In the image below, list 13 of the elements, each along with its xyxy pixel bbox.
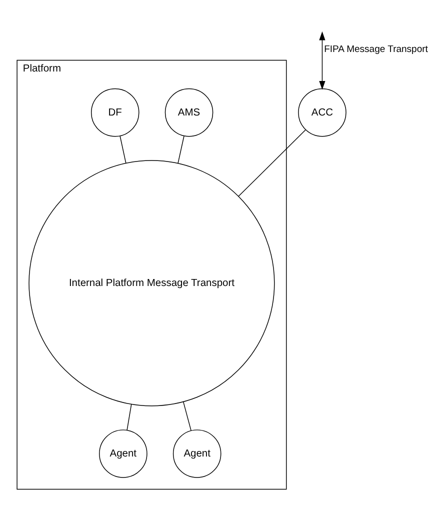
- node-circle: DF: [90, 88, 140, 136]
- node-circle: AMS: [164, 88, 214, 136]
- node-circle: Agent: [99, 429, 148, 478]
- connector: [126, 403, 132, 430]
- connector: [178, 135, 184, 164]
- connector: [238, 128, 306, 196]
- connector: [182, 400, 192, 430]
- connector: [120, 135, 126, 164]
- node-circle: ACC: [298, 88, 346, 136]
- node-circle: Internal Platform Message Transport: [28, 160, 275, 406]
- arrow: [319, 30, 326, 90]
- edge-label: FIPA Message Transport: [324, 43, 428, 54]
- node-circle: Agent: [172, 429, 222, 478]
